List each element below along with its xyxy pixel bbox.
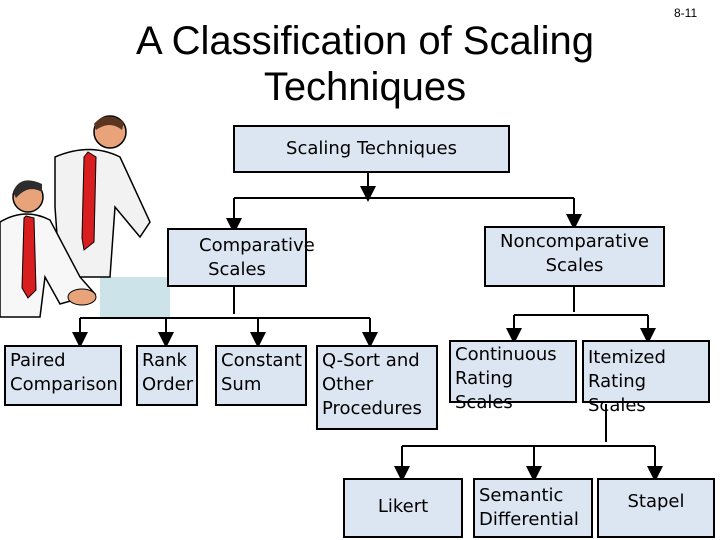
office-workers-illustration bbox=[0, 115, 170, 319]
node-rank-order: Rank Order bbox=[136, 345, 198, 406]
node-paired-comparison: Paired Comparison bbox=[4, 345, 122, 406]
node-scaling-techniques: Scaling Techniques bbox=[233, 125, 510, 173]
node-qsort-procedures: Q-Sort and Other Procedures bbox=[316, 345, 438, 430]
node-stapel: Stapel bbox=[597, 478, 715, 538]
node-likert: Likert bbox=[343, 478, 463, 538]
node-comparative-scales: Comparative Scales bbox=[167, 228, 315, 287]
page-number: 8-11 bbox=[674, 6, 698, 20]
slide-title: A Classification of Scaling Techniques bbox=[135, 19, 594, 109]
node-semantic-differential: Semantic Differential bbox=[473, 478, 593, 538]
node-constant-sum: Constant Sum bbox=[215, 345, 307, 406]
node-continuous-rating-scales: Continuous Rating Scales bbox=[449, 340, 577, 413]
node-itemized-rating-scales: Itemized Rating Scales bbox=[582, 340, 710, 416]
node-noncomparative-scales: Noncomparative Scales bbox=[484, 226, 665, 287]
